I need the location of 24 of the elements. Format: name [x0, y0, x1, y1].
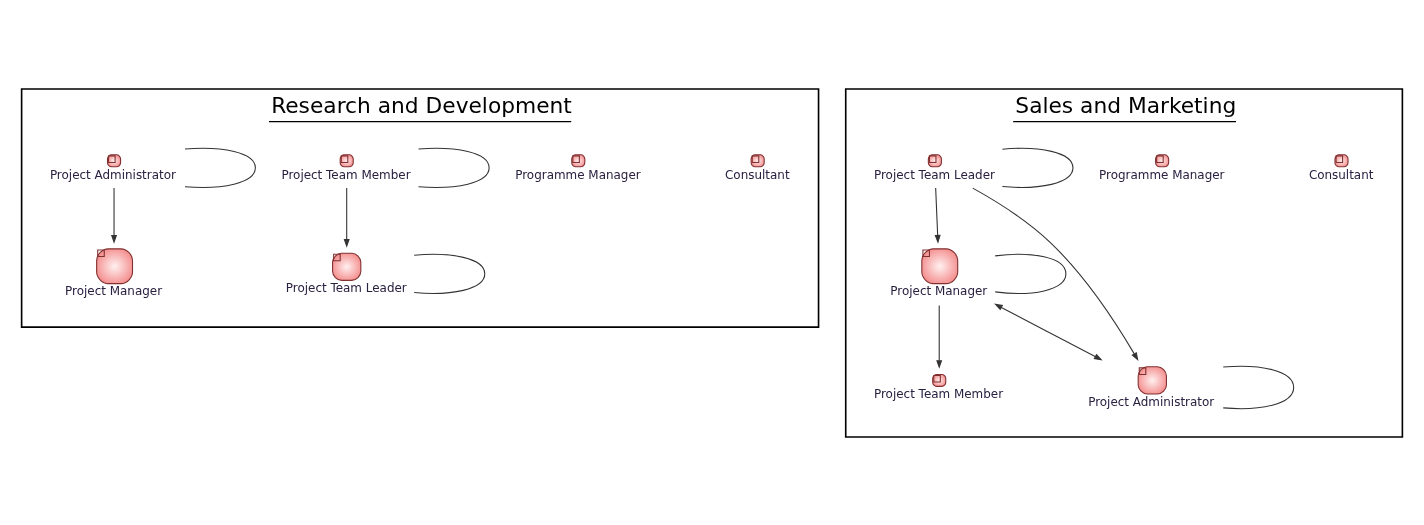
node-label: Project Team Leader	[285, 280, 407, 295]
arrow	[936, 304, 943, 369]
node-label: Consultant	[725, 167, 790, 182]
node-label: Programme Manager	[1099, 167, 1225, 182]
connector	[1222, 365, 1295, 409]
arrow	[972, 187, 1139, 361]
connector	[994, 253, 1067, 294]
connector	[1001, 147, 1074, 188]
node-label: Project Administrator	[1088, 394, 1215, 409]
arrow	[934, 186, 941, 244]
node-label: Project Manager	[65, 283, 163, 298]
node-label: Project Team Member	[281, 167, 411, 182]
node-label: Project Team Member	[873, 386, 1004, 401]
node-label: Project Administrator	[49, 167, 176, 182]
arrow	[111, 186, 118, 244]
node-label: Project Manager	[890, 283, 988, 298]
connector	[413, 253, 486, 294]
connector	[184, 147, 256, 188]
arrow	[343, 186, 350, 248]
arrow	[994, 303, 1103, 360]
node-label: Programme Manager	[515, 167, 641, 182]
connector	[417, 147, 490, 188]
node-label: Project Team Leader	[873, 167, 995, 182]
node-label: Consultant	[1308, 167, 1374, 182]
